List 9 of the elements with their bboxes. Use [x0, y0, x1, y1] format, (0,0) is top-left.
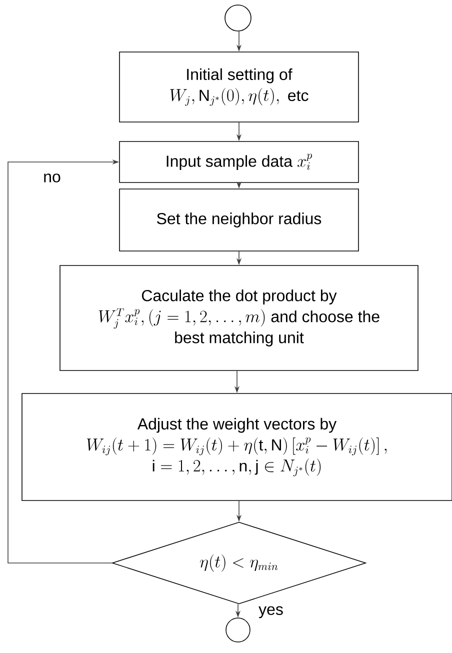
- process-box: Input sample data $x_i^p$: [119, 141, 359, 183]
- process-box: Initial setting of $W_j,\mathrm{N}_{j^*}(0),\eta(t),\mbox{ etc}$: [119, 52, 359, 122]
- terminal-circle: [226, 618, 250, 642]
- process-box: Adjust the weight vectors by $W_{ij}(t+1)=W_{ij}(t)+\eta(\mathrm{t},\mathrm{N})\left[x_i^p-W_{ij}(t)\right],$ $\mathrm{i}=1,2,\ldots,\mathrm{n},\mathrm{j}\in N_{j^*}(t)$: [22, 393, 452, 501]
- edge-label: no: [42, 172, 62, 184]
- process-box: Caculate the dot product by $W_j^T x_i^p,(j=1,2,\ldots,m)$ and choose the best matching unit: [60, 265, 418, 371]
- edge-label: yes: [258, 605, 284, 620]
- terminal-circle: [224, 4, 252, 32]
- process-box: Set the neighbor radius: [119, 188, 359, 252]
